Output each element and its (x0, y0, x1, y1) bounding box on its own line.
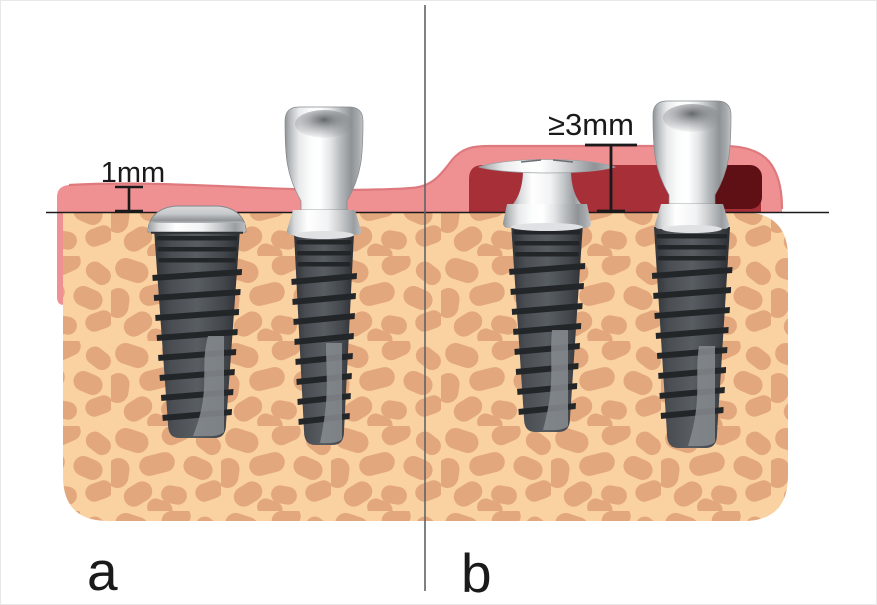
implant-screw-a-right (291, 233, 357, 445)
implant-screw-b-right (651, 227, 733, 448)
collar-rim (511, 223, 583, 231)
implant-screw-a-left (151, 229, 243, 438)
screw-threads (291, 240, 357, 425)
screw-highlight (543, 330, 568, 430)
screw-threads (151, 236, 243, 421)
abutment-collar (286, 210, 362, 235)
measurement-label-3mm: ≥3mm (548, 107, 634, 142)
abutment-collar (654, 204, 730, 229)
healing-abutment-b (652, 100, 732, 233)
cup-inner-shadow (663, 104, 721, 132)
flat-cap-flange (477, 159, 617, 174)
measurement-marker-3mm (585, 143, 637, 213)
cover-screw-cap (147, 205, 247, 234)
dome-bright-band (149, 223, 245, 232)
screw-highlight (320, 343, 342, 443)
collar-rim (662, 225, 722, 233)
gum-top-edge (68, 144, 784, 210)
screw-highlight (193, 336, 224, 436)
implant-screw-b-left (508, 223, 586, 432)
collar-rim (294, 231, 354, 239)
healing-abutment-a (284, 106, 364, 239)
flat-cap-collar (503, 204, 591, 228)
panel-label-a: a (87, 540, 118, 602)
measurement-label-1mm: 1mm (101, 157, 165, 189)
healing-cap-flat (477, 159, 617, 231)
screw-highlight (688, 346, 715, 446)
flange-slots (520, 159, 574, 163)
cup-inner-shadow (295, 110, 353, 138)
implants-layer (147, 100, 733, 448)
flat-cap-neck (513, 170, 581, 204)
measurement-marker-1mm (115, 185, 143, 213)
measurement-markers-layer (115, 143, 637, 213)
panel-label-b: b (461, 542, 492, 604)
